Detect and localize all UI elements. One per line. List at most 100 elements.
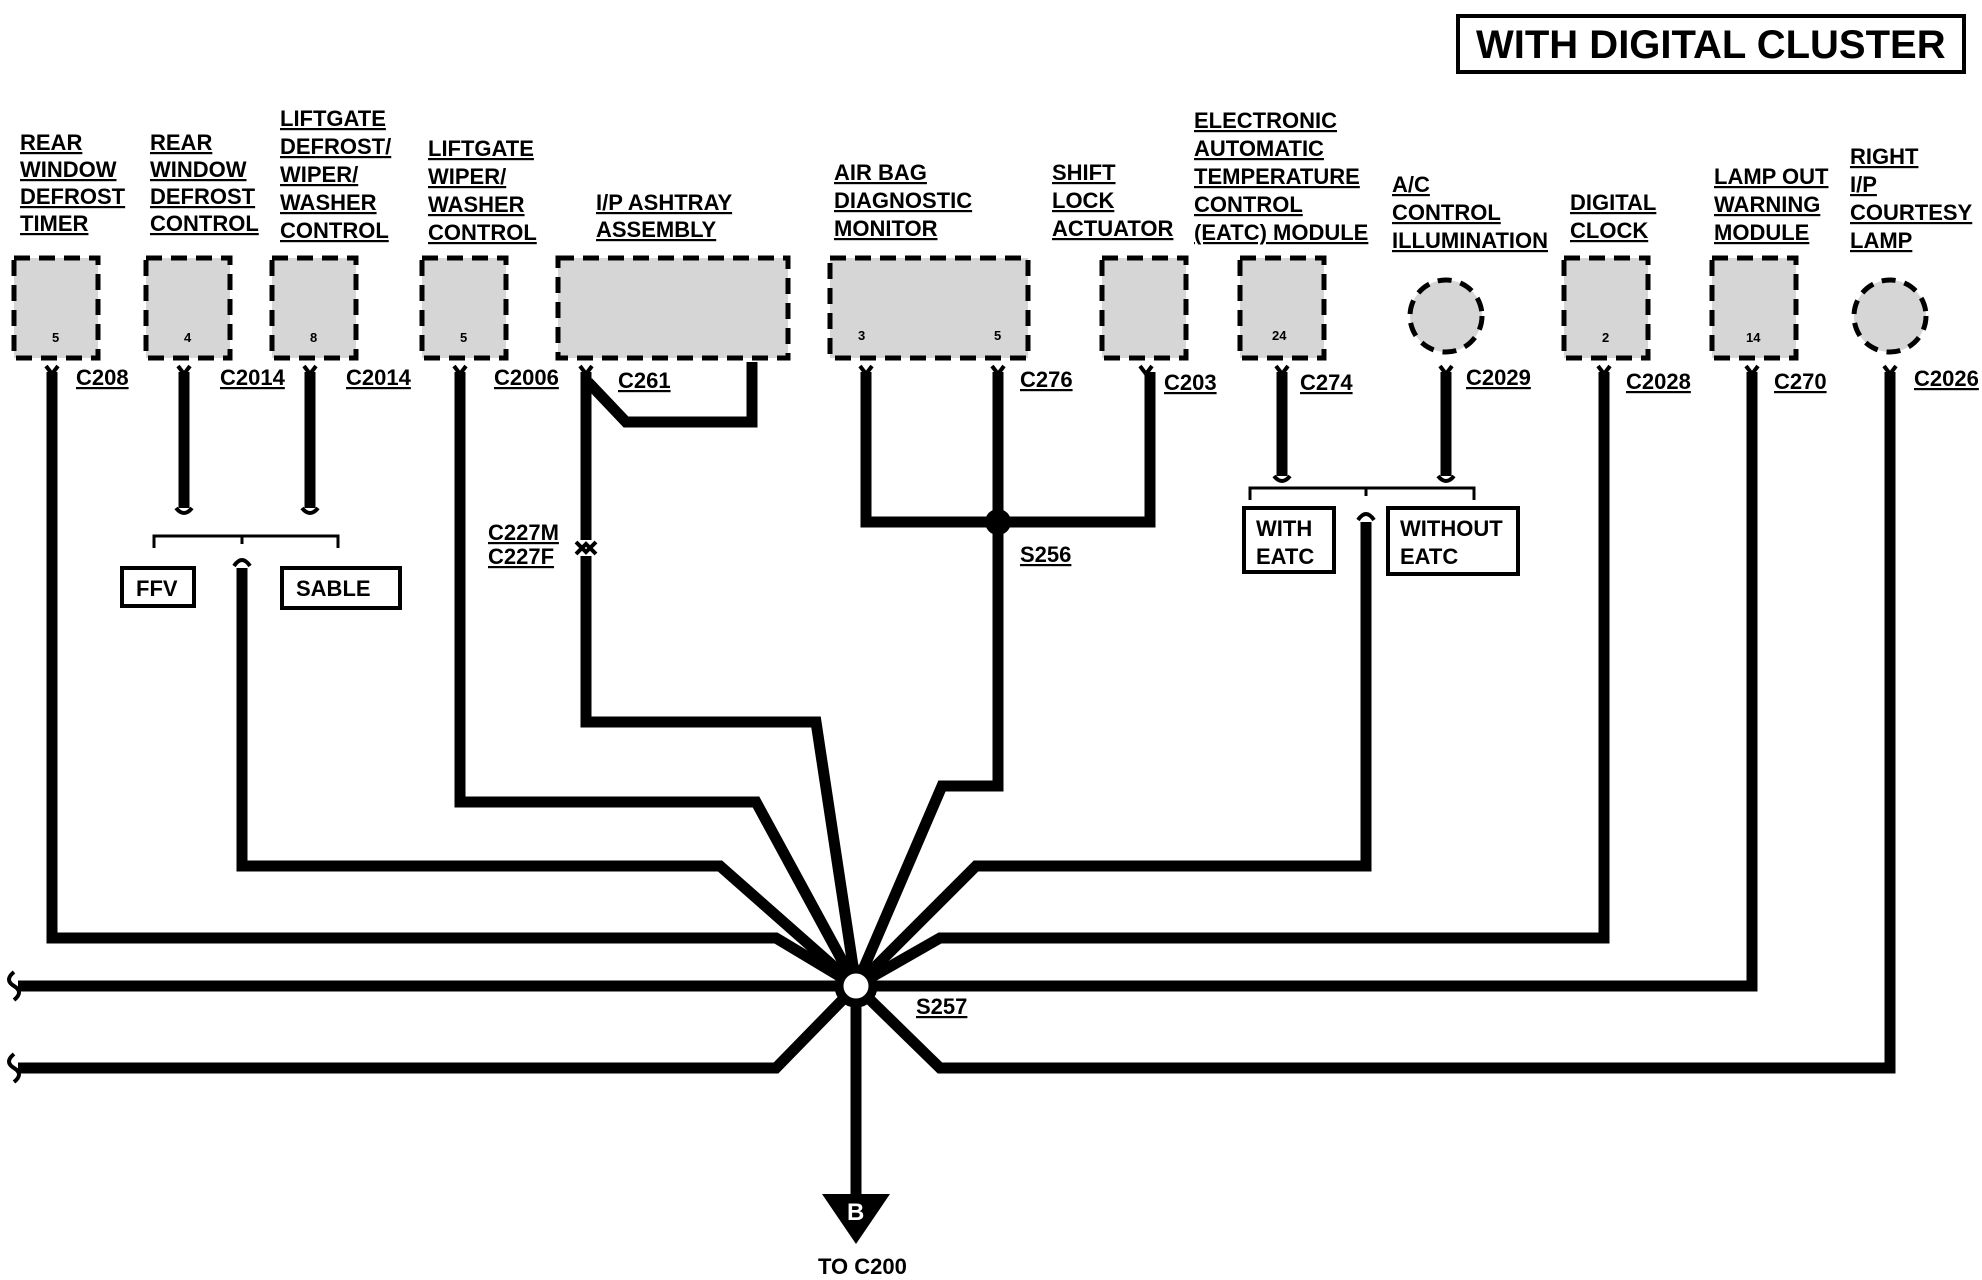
connector-c2014-a: C2014 (220, 365, 286, 390)
svg-text:WIPER/: WIPER/ (428, 164, 506, 189)
connector-c2028: C2028 (1626, 369, 1691, 394)
svg-text:SHIFT: SHIFT (1052, 160, 1116, 185)
ground-arrow: B TO C200 (818, 1194, 907, 1279)
svg-text:S256: S256 (1020, 542, 1071, 567)
connector-c276: C276 (1020, 367, 1073, 392)
comp-shift-lock-actuator (1099, 255, 1189, 361)
svg-text:DEFROST: DEFROST (150, 184, 256, 209)
svg-text:5: 5 (994, 328, 1001, 343)
comp-liftgate-wiper-washer-control: 5 (419, 255, 509, 361)
ground-letter: B (847, 1199, 864, 1226)
svg-text:FFV: FFV (136, 576, 178, 601)
svg-text:REAR: REAR (20, 130, 82, 155)
svg-text:24: 24 (1272, 328, 1287, 343)
connector-c227f: C227F (488, 544, 554, 569)
connector-c203: C203 (1164, 370, 1217, 395)
label-rear-window-defrost-control: REAR WINDOW DEFROST CONTROL (150, 130, 259, 236)
svg-text:WIPER/: WIPER/ (280, 162, 358, 187)
wires (18, 362, 1896, 1194)
connector-c208: C208 (76, 365, 129, 390)
svg-text:LAMP OUT: LAMP OUT (1714, 164, 1829, 189)
svg-text:S257: S257 (916, 994, 967, 1019)
comp-rear-window-defrost-timer: 5 (11, 255, 101, 361)
svg-text:I/P ASHTRAY: I/P ASHTRAY (596, 190, 732, 215)
title-box: WITH DIGITAL CLUSTER (1456, 14, 1966, 74)
svg-text:AUTOMATIC: AUTOMATIC (1194, 136, 1324, 161)
label-eatc-module: ELECTRONIC AUTOMATIC TEMPERATURE CONTROL… (1194, 108, 1368, 245)
svg-text:MONITOR: MONITOR (834, 216, 938, 241)
svg-text:4: 4 (184, 330, 192, 345)
svg-text:LIFTGATE: LIFTGATE (280, 106, 386, 131)
svg-text:CONTROL: CONTROL (428, 220, 537, 245)
svg-text:ASSEMBLY: ASSEMBLY (596, 217, 717, 242)
svg-text:5: 5 (460, 330, 467, 345)
svg-text:CLOCK: CLOCK (1570, 218, 1648, 243)
svg-text:LOCK: LOCK (1052, 188, 1114, 213)
connector-c2014-b: C2014 (346, 365, 412, 390)
comp-eatc-module: 24 (1237, 255, 1327, 361)
comp-right-ip-courtesy-lamp (1851, 277, 1929, 355)
connector-marks (44, 364, 1898, 378)
comp-ac-control-illumination (1407, 277, 1485, 355)
svg-text:SABLE: SABLE (296, 576, 371, 601)
svg-text:DEFROST/: DEFROST/ (280, 134, 391, 159)
svg-text:CONTROL: CONTROL (1194, 192, 1303, 217)
label-shift-lock-actuator: SHIFT LOCK ACTUATOR (1052, 160, 1174, 241)
option-ffv: FFV (120, 566, 196, 608)
svg-text:WASHER: WASHER (428, 192, 525, 217)
svg-text:5: 5 (52, 330, 59, 345)
svg-text:AIR BAG: AIR BAG (834, 160, 927, 185)
svg-text:MODULE: MODULE (1714, 220, 1809, 245)
label-air-bag-diagnostic-monitor: AIR BAG DIAGNOSTIC MONITOR (834, 160, 972, 241)
svg-text:LIFTGATE: LIFTGATE (428, 136, 534, 161)
comp-ip-ashtray-assembly (555, 255, 791, 361)
connector-c270: C270 (1774, 369, 1827, 394)
option-with-eatc: WITH EATC (1242, 506, 1336, 574)
label-ip-ashtray-assembly: I/P ASHTRAY ASSEMBLY (596, 190, 732, 242)
option-braces (152, 486, 1476, 548)
option-sable: SABLE (280, 566, 402, 610)
option-without-eatc: WITHOUT EATC (1386, 506, 1520, 576)
svg-text:TIMER: TIMER (20, 211, 89, 236)
svg-text:ELECTRONIC: ELECTRONIC (1194, 108, 1337, 133)
splice-s256: S256 (985, 509, 1071, 567)
svg-text:A/C: A/C (1392, 172, 1430, 197)
ground-label: TO C200 (818, 1254, 907, 1279)
svg-text:8: 8 (310, 330, 317, 345)
comp-digital-clock: 2 (1561, 255, 1651, 361)
svg-text:COURTESY: COURTESY (1850, 200, 1973, 225)
connector-c227m: C227M (488, 520, 559, 545)
wire-break-marks (7, 970, 21, 1084)
svg-text:LAMP: LAMP (1850, 228, 1912, 253)
svg-text:ACTUATOR: ACTUATOR (1052, 216, 1174, 241)
svg-text:(EATC) MODULE: (EATC) MODULE (1194, 220, 1368, 245)
connector-c261: C261 (618, 368, 671, 393)
svg-text:WITHOUT: WITHOUT (1400, 516, 1503, 541)
svg-text:EATC: EATC (1400, 544, 1458, 569)
svg-text:CONTROL: CONTROL (280, 218, 389, 243)
diagram-title: WITH DIGITAL CLUSTER (1476, 23, 1946, 67)
svg-text:DEFROST: DEFROST (20, 184, 126, 209)
comp-rear-window-defrost-control: 4 (143, 255, 233, 361)
svg-text:DIGITAL: DIGITAL (1570, 190, 1656, 215)
svg-text:RIGHT: RIGHT (1850, 144, 1919, 169)
comp-air-bag-diagnostic-monitor: 3 5 (827, 255, 1031, 361)
connector-labels: C208 C2014 C2014 C2006 C261 C276 C203 C2… (76, 365, 1979, 395)
label-rear-window-defrost-timer: REAR WINDOW DEFROST TIMER (20, 130, 126, 236)
label-liftgate-wiper-washer-control: LIFTGATE WIPER/ WASHER CONTROL (428, 136, 537, 245)
svg-text:REAR: REAR (150, 130, 212, 155)
comp-lamp-out-warning-module: 14 (1709, 255, 1799, 361)
connector-c2029: C2029 (1466, 365, 1531, 390)
svg-text:TEMPERATURE: TEMPERATURE (1194, 164, 1360, 189)
splice-s257: S257 (834, 964, 967, 1019)
svg-text:WITH: WITH (1256, 516, 1312, 541)
connector-c2006: C2006 (494, 365, 559, 390)
svg-text:EATC: EATC (1256, 544, 1314, 569)
comp-liftgate-defrost-wiper-washer-control: 8 (269, 255, 359, 361)
label-digital-clock: DIGITAL CLOCK (1570, 190, 1656, 243)
svg-text:WARNING: WARNING (1714, 192, 1820, 217)
label-right-ip-courtesy-lamp: RIGHT I/P COURTESY LAMP (1850, 144, 1973, 253)
label-liftgate-defrost-wiper-washer-control: LIFTGATE DEFROST/ WIPER/ WASHER CONTROL (280, 106, 391, 243)
svg-text:I/P: I/P (1850, 172, 1877, 197)
